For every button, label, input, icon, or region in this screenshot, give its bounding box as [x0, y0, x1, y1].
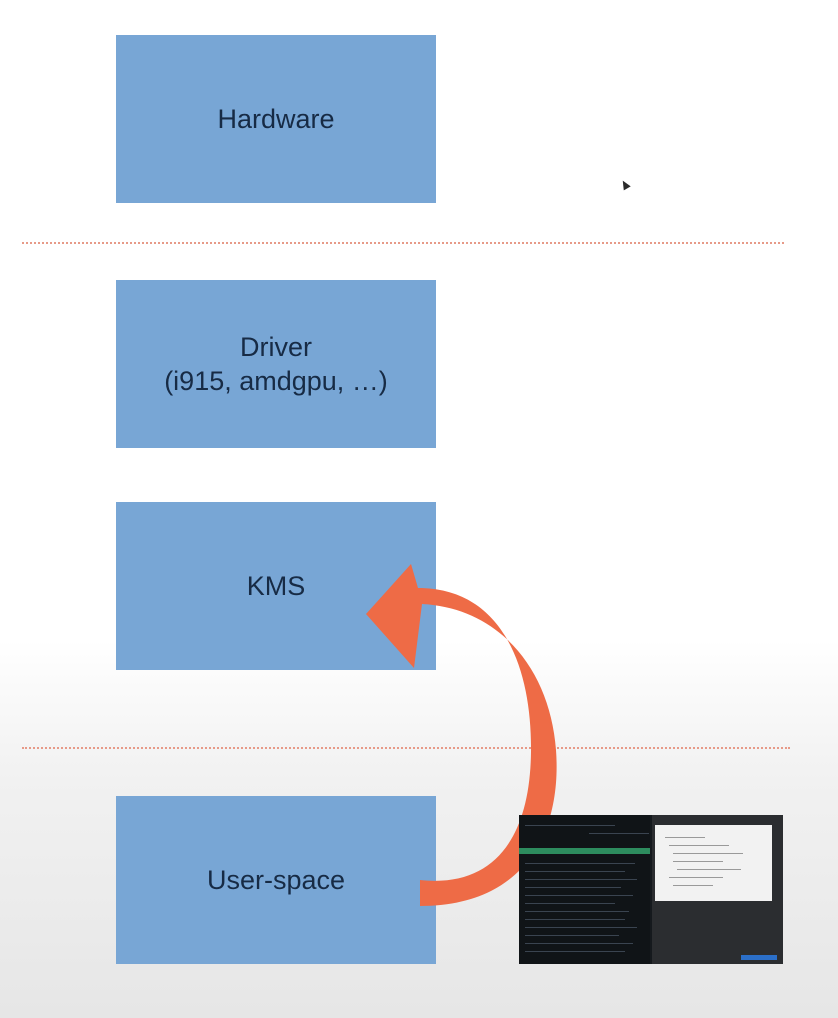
arrow-body [366, 564, 557, 906]
kernel-userspace-divider [22, 747, 790, 749]
hardware-box: Hardware [116, 35, 436, 203]
userspace-box: User-space [116, 796, 436, 964]
kms-box: KMS [116, 502, 436, 670]
userspace-label: User-space [206, 865, 346, 895]
screen-recording-thumbnail [519, 815, 783, 964]
hardware-driver-divider [22, 242, 784, 244]
thumbnail-button [741, 955, 777, 960]
driver-box: Driver (i915, amdgpu, …) [116, 280, 436, 448]
driver-examples-label: (i915, amdgpu, …) [164, 366, 388, 396]
terminal-pane [519, 815, 650, 964]
kms-label: KMS [246, 571, 306, 601]
driver-label: Driver [240, 332, 312, 362]
terminal-status-bar [519, 848, 650, 854]
hardware-label: Hardware [217, 104, 335, 134]
